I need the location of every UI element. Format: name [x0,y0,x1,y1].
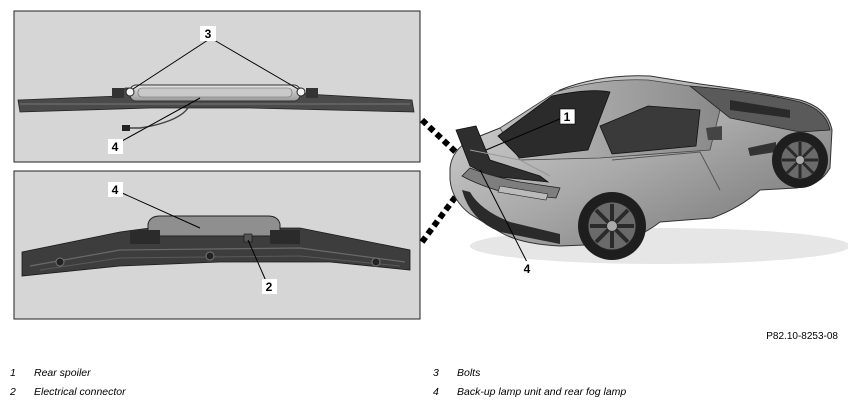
callout-bolts: 3 [205,27,212,41]
bolt-right [296,87,306,97]
figure-code: P82.10-8253-08 [766,331,838,342]
callout-lamp-top: 4 [112,140,119,154]
legend-item-3: 3 Bolts [433,367,480,379]
callout-spoiler: 1 [564,110,571,124]
legend-item-2: 2 Electrical connector [10,386,126,398]
top-detail-panel: 3 4 [13,10,421,163]
legend-number: 4 [433,386,439,398]
callout-connector: 2 [266,280,273,294]
callout-lamp-car: 4 [524,262,531,276]
bolt-left [125,87,135,97]
legend-item-1: 1 Rear spoiler [10,367,91,379]
legend-text: Back-up lamp unit and rear fog lamp [457,386,627,398]
legend-number: 2 [10,386,16,398]
legend-text: Rear spoiler [34,367,91,379]
pointer-lines [419,117,465,244]
legend-item-4: 4 Back-up lamp unit and rear fog lamp [433,386,626,398]
legend-text: Bolts [457,367,481,379]
bottom-detail-panel: 4 2 [13,170,421,320]
callout-lamp-bottom: 4 [112,183,119,197]
legend-number: 1 [10,367,16,379]
legend-text: Electrical connector [34,386,126,398]
car-illustration: 1 4 [449,75,848,276]
legend-number: 3 [433,367,439,379]
